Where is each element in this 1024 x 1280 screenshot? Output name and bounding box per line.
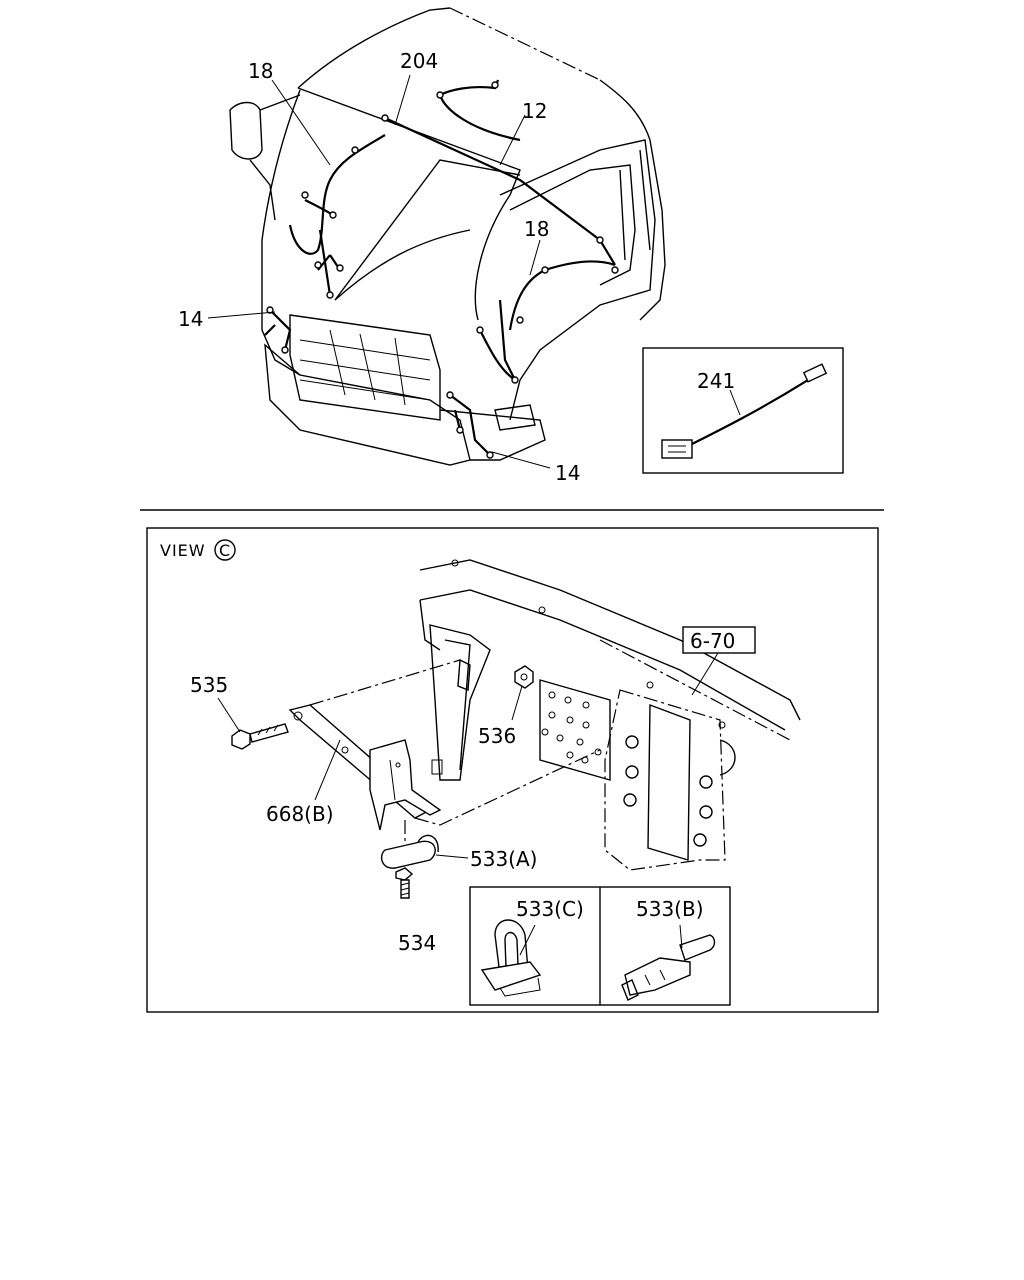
callout-533c: 533(C) <box>516 897 584 921</box>
callout-535: 535 <box>190 673 228 697</box>
view-circle-letter: C <box>219 541 231 560</box>
callout-533a: 533(A) <box>470 847 537 871</box>
callout-18-left: 18 <box>248 59 273 83</box>
inset-241: 241 <box>642 347 844 474</box>
callout-14-left: 14 <box>178 307 203 331</box>
callout-18-right: 18 <box>524 217 549 241</box>
view-circle <box>214 539 236 561</box>
view-label: VIEW <box>160 541 206 560</box>
callout-536: 536 <box>478 724 516 748</box>
callout-534: 534 <box>398 931 436 955</box>
callout-668b: 668(B) <box>266 802 334 826</box>
callout-14-bottom: 14 <box>555 461 580 485</box>
callout-533b: 533(B) <box>636 897 704 921</box>
callout-204: 204 <box>400 49 438 73</box>
view-c-panel: VIEW C <box>146 527 879 1013</box>
ref-6-70: 6-70 <box>690 629 735 653</box>
cab-illustration: 18 204 12 18 14 14 <box>178 7 666 485</box>
callout-241: 241 <box>697 369 735 393</box>
callout-12: 12 <box>522 99 547 123</box>
